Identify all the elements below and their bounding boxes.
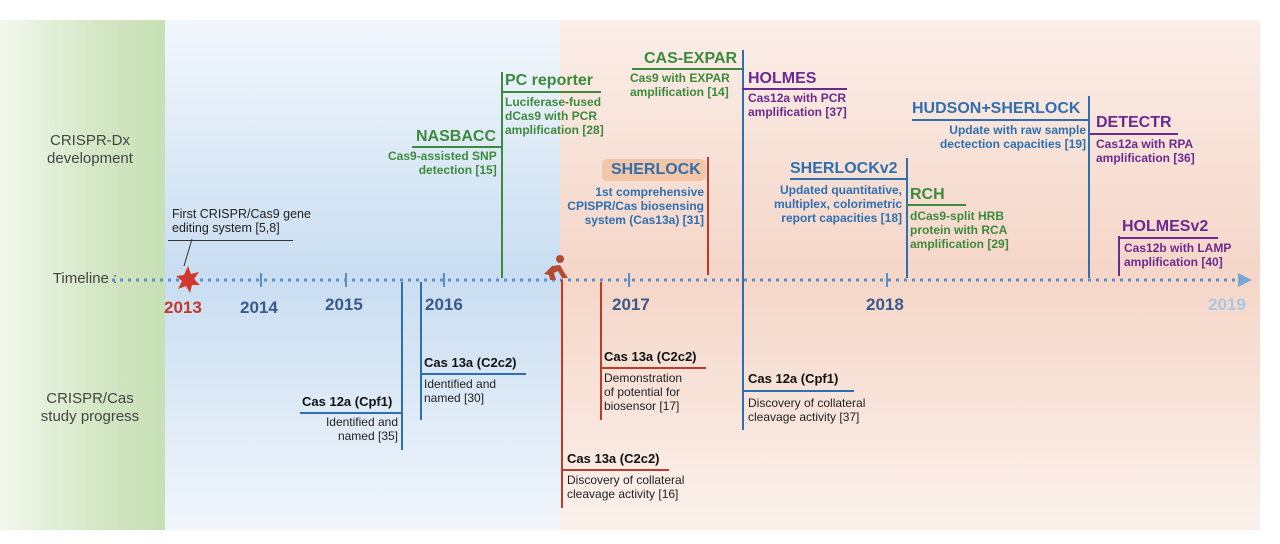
sherlockv2-title: SHERLOCKv2 [790, 160, 898, 177]
year-2015: 2015 [325, 295, 363, 314]
cas13a-id-title: Cas 13a (C2c2) [424, 355, 517, 370]
holmesv2-line [1118, 236, 1120, 276]
pc-reporter-title: PC reporter [505, 72, 594, 89]
cas13a-demo-title: Cas 13a (C2c2) [604, 349, 697, 364]
row-label-dx: CRISPR-Dx development [47, 132, 133, 167]
row-label-timeline: Timeline : [52, 270, 118, 287]
cas13a-coll-title: Cas 13a (C2c2) [567, 451, 660, 466]
hudson-title: HUDSON+SHERLOCK [912, 100, 1081, 117]
pc-reporter-desc: Luciferase-fused dCas9 with PCR amplific… [505, 95, 604, 137]
left-band [0, 20, 165, 530]
rch-desc: dCas9-split HRB protein with RCA amplifi… [910, 209, 1009, 251]
year-2019: 2019 [1208, 295, 1246, 314]
hudson-underline [912, 119, 1090, 121]
sherlock-desc: 1st comprehensive CPISPR/Cas biosensing … [567, 185, 704, 227]
sherlock-line [707, 157, 709, 275]
tick-2015 [345, 273, 347, 287]
first-cas9-underline [168, 240, 293, 241]
cas-expar-title: CAS-EXPAR [644, 50, 738, 67]
cas-expar-underline [632, 68, 744, 70]
cas13a-coll-line [561, 280, 563, 508]
nasbacc-title: NASBACC [416, 128, 496, 145]
nasbacc-underline [412, 146, 502, 148]
holmes-title: HOLMES [748, 70, 817, 87]
cas12a-id-line [401, 282, 403, 450]
year-2017: 2017 [612, 295, 650, 314]
detectr-desc: Cas12a with RPA amplification [36] [1096, 137, 1195, 165]
year-2013: 2013 [164, 298, 202, 317]
year-2018: 2018 [866, 295, 904, 314]
rch-title: RCH [910, 186, 945, 203]
row-label-study: CRISPR/Cas study progress [40, 390, 140, 425]
detectr-underline [1090, 133, 1178, 135]
cas13a-coll-desc: Discovery of collateral cleavage activit… [567, 473, 685, 501]
cas13a-id-underline [420, 373, 526, 375]
year-2016: 2016 [425, 295, 463, 314]
cas12a-coll-desc: Discovery of collateral cleavage activit… [748, 396, 866, 424]
pc-reporter-underline [501, 91, 601, 93]
cas13a-demo-desc: Demonstration of potential for biosensor… [604, 371, 683, 413]
blue-band [165, 20, 560, 530]
year-2014: 2014 [240, 298, 278, 317]
holmes-desc: Cas12a with PCR amplification [37] [748, 91, 847, 119]
pc-reporter-line [501, 72, 503, 278]
rch-underline [906, 204, 966, 206]
holmes-line [742, 50, 744, 430]
tick-2017 [628, 273, 630, 287]
tick-2014 [260, 273, 262, 287]
cas12a-id-desc: Identified and named [35] [325, 415, 398, 443]
detectr-title: DETECTR [1096, 114, 1172, 131]
cas12a-id-underline [300, 412, 401, 414]
first-cas9-desc: First CRISPR/Cas9 gene editing system [5… [172, 207, 311, 236]
hudson-desc: Update with raw sample dectection capaci… [939, 123, 1086, 151]
sherlockv2-desc: Updated quantitative, multiplex, colorim… [773, 183, 902, 225]
start-star-icon [176, 266, 200, 293]
holmesv2-underline [1118, 237, 1218, 239]
cas13a-demo-underline [600, 367, 706, 369]
holmesv2-title: HOLMESv2 [1122, 218, 1209, 235]
cas12a-coll-underline [742, 390, 854, 392]
cas13a-coll-underline [561, 469, 669, 471]
cas-expar-desc: Cas9 with EXPAR amplification [14] [630, 71, 730, 99]
sherlock-title: SHERLOCK [611, 161, 701, 178]
orange-band [560, 20, 1260, 530]
runner-icon [544, 255, 568, 280]
nasbacc-desc: Cas9-assisted SNP detection [15] [388, 149, 497, 177]
cas12a-coll-title: Cas 12a (Cpf1) [748, 371, 839, 386]
sherlockv2-underline [790, 178, 908, 180]
hudson-line [1088, 96, 1090, 278]
sherlock-highlight [602, 159, 706, 181]
tick-2018 [886, 273, 888, 287]
tick-2016 [443, 273, 445, 287]
cas13a-id-line [420, 282, 422, 420]
sherlockv2-line [906, 158, 908, 278]
cas12a-id-title: Cas 12a (Cpf1) [302, 394, 393, 409]
holmes-underline [742, 88, 847, 90]
cas13a-demo-line [600, 282, 602, 420]
cas13a-id-desc: Identified and named [30] [424, 377, 497, 405]
holmesv2-desc: Cas12b with LAMP amplification [40] [1124, 241, 1232, 269]
first-cas9-connector [183, 238, 193, 267]
